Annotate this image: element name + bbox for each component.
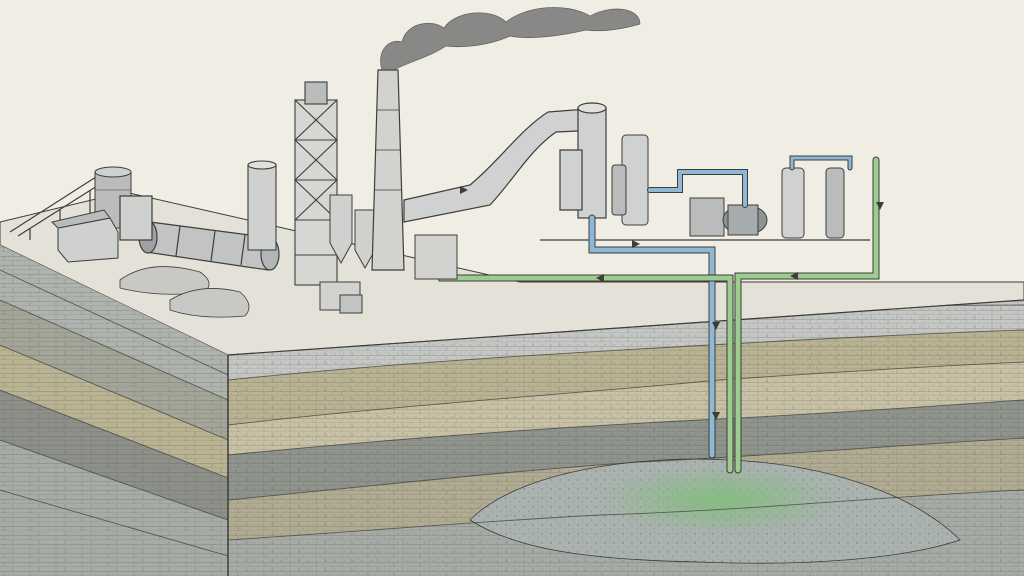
co2-plume	[600, 466, 840, 534]
